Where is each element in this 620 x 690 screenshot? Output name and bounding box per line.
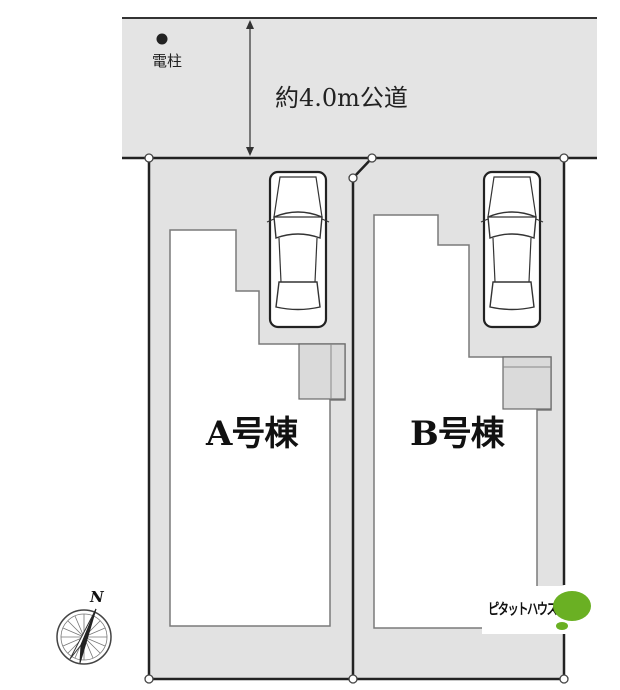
road-width-arrow-icon [246,20,254,156]
compass-icon [56,608,112,665]
utility-pole-icon [156,33,168,45]
car-a-icon [266,170,330,329]
building-a-porch [298,343,346,400]
brand-logo: ピタットハウス [482,586,620,634]
utility-pole-label: 電柱 [152,52,183,70]
building-b-label: B号棟 [410,414,505,454]
boundary-markers [144,153,569,684]
road-area [122,18,597,158]
road-width-label: 約4.0m公道 [275,84,408,112]
car-b-icon [480,170,544,329]
brand-logo-text: ピタットハウス [488,600,558,618]
building-a-label: A号棟 [206,414,298,454]
building-b-porch [502,356,552,410]
north-label: N [90,588,104,606]
speech-bubble-icon [553,591,591,630]
